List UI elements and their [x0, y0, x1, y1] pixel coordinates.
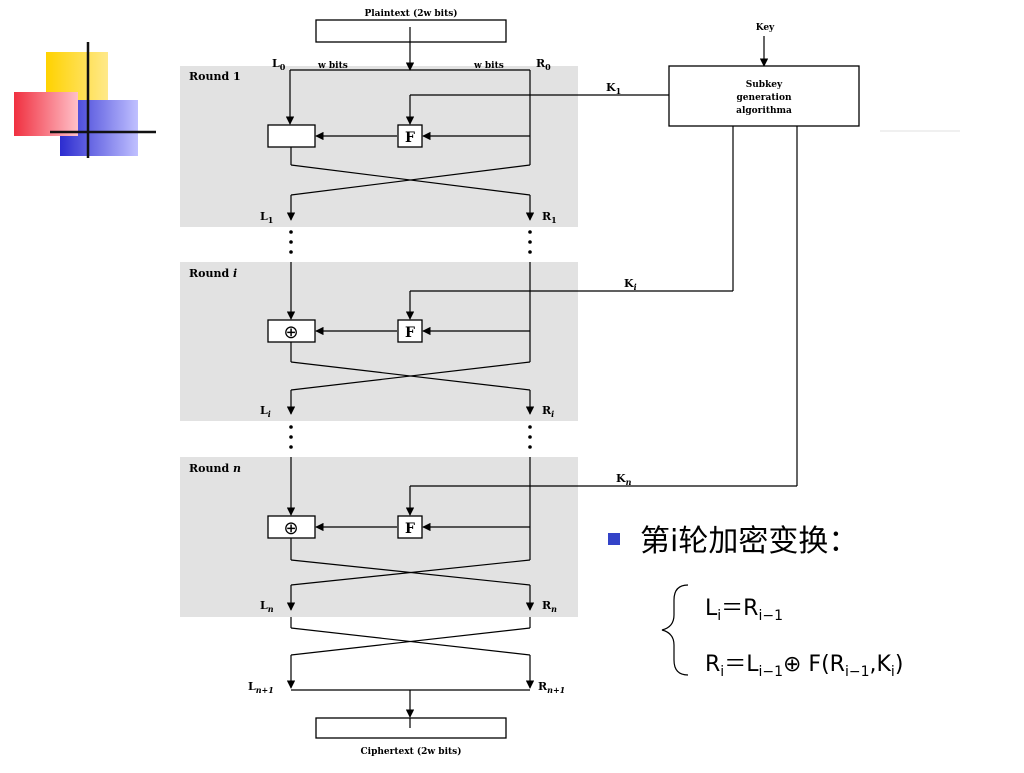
equation-2: Ri＝Li−1⊕ F(Ri−1,Ki)	[705, 652, 904, 680]
round-n-title: Round n	[189, 462, 241, 475]
label-l0: L0	[272, 57, 286, 72]
label-r1: R1	[542, 210, 557, 225]
key-label: Key	[756, 23, 775, 33]
ciphertext-box	[315, 717, 507, 739]
decorative-logo	[14, 42, 156, 158]
round-1-combiner	[267, 124, 316, 148]
subkey-line-1: Subkey	[746, 80, 783, 90]
label-rn1: Rn+1	[538, 680, 565, 695]
round-1: Round 1 K1 F L1 R1	[189, 70, 669, 225]
subkey-kn: Kn	[616, 472, 632, 487]
subkey-ki: Ki	[624, 277, 637, 292]
round-n: Round n Kn ⊕ F Ln Rn	[189, 457, 797, 614]
round-1-title: Round 1	[189, 70, 241, 83]
svg-text:F: F	[405, 521, 415, 537]
round-1-panel	[180, 66, 578, 227]
continuation-dots-1	[289, 230, 532, 254]
equation-1: Li＝Ri−1	[705, 596, 783, 624]
subkey-k1: K1	[606, 81, 621, 96]
round-1-f-box	[397, 124, 423, 148]
subkey-line-2: generation	[737, 93, 792, 103]
equation-brace	[661, 584, 689, 676]
svg-text:⊕: ⊕	[283, 322, 298, 343]
plaintext-box	[315, 19, 507, 43]
bullet-marker	[608, 533, 620, 545]
label-ri: Ri	[542, 404, 554, 419]
subkey-line-3: algorithma	[736, 106, 792, 116]
round-n-f-box	[397, 515, 423, 539]
label-li: Li	[260, 404, 271, 419]
label-l1: L1	[260, 210, 273, 225]
round-i-panel	[180, 262, 578, 421]
subkey-generator-box	[668, 65, 860, 127]
round-n-panel	[180, 457, 578, 617]
svg-text:F: F	[405, 325, 415, 341]
svg-text:⊕: ⊕	[283, 518, 298, 539]
round-i-f-box	[397, 319, 423, 343]
heading-text: 第i轮加密变换：	[640, 524, 859, 559]
final-swap: Ln+1 Rn+1 Ciphertext (2w bits)	[248, 617, 565, 757]
w-bits-left: w bits	[317, 61, 348, 71]
label-ln: Ln	[260, 599, 274, 614]
round-i-title: Round i	[189, 267, 237, 280]
ciphertext-label: Ciphertext (2w bits)	[360, 746, 461, 757]
label-r0: R0	[536, 57, 551, 72]
svg-text:F: F	[405, 130, 415, 146]
plaintext-label: Plaintext (2w bits)	[364, 8, 457, 19]
label-ln1: Ln+1	[248, 680, 274, 695]
label-rn: Rn	[542, 599, 557, 614]
w-bits-right: w bits	[473, 61, 504, 71]
continuation-dots-2	[289, 425, 532, 449]
round-i: Round i Ki ⊕ F Li Ri	[189, 262, 733, 419]
